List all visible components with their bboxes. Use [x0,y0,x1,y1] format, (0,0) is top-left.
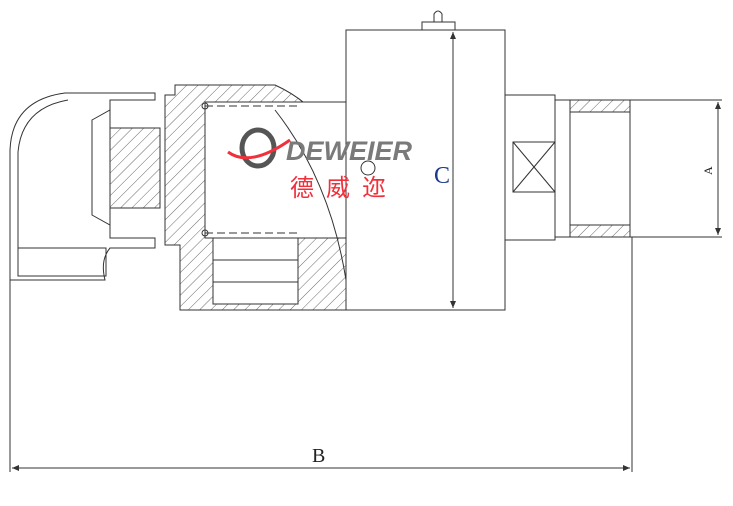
elbow-fitting [9,92,161,281]
body-section [164,84,347,311]
logo-chinese: 德威迩 [290,174,398,202]
dimension-b-label: B [312,445,325,467]
housing [345,10,506,311]
outlet-fitting [504,94,631,241]
logo-text: DEWEIER [286,136,413,166]
dimension-lines [9,32,722,472]
dimension-a-label: A [701,166,715,175]
logo-ring-icon [239,127,277,169]
logo: DEWEIER 德威迩 [227,127,413,202]
dimension-c-label: C [434,163,450,189]
